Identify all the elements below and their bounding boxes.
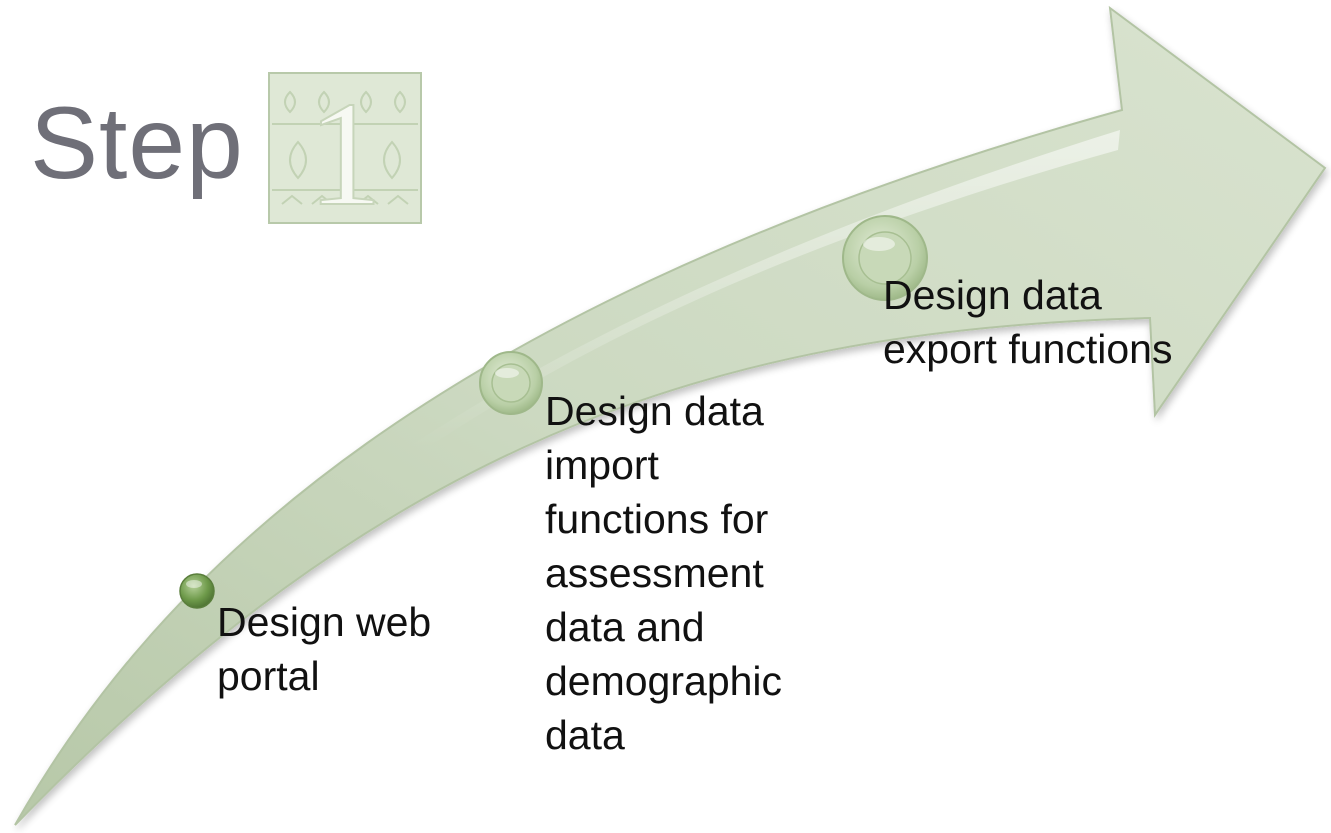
step-1-line: Design web: [217, 599, 432, 645]
step-1-marker: [179, 573, 215, 609]
step-2-line: Design data: [545, 388, 764, 434]
step-3-line: export functions: [883, 326, 1173, 372]
leaf-pattern-icon: [272, 90, 418, 205]
step-2-line: assessment: [545, 550, 764, 596]
step-2-line: demographic: [545, 658, 783, 704]
arrow-body: [14, 5, 1327, 826]
step-numeral: 1: [308, 72, 383, 224]
step-2-label: Design data import functions for assessm…: [545, 384, 845, 762]
step-2-marker: [479, 351, 543, 415]
step-number-tile: 1: [268, 72, 422, 224]
step-2-line: data and: [545, 604, 705, 650]
title-step-word: Step: [30, 86, 244, 200]
step-2-line: functions for: [545, 496, 769, 542]
step-3-marker: [842, 215, 928, 301]
step-3-label: Design data export functions: [883, 268, 1243, 376]
step-2-line: data: [545, 712, 625, 758]
step-1-line: portal: [217, 653, 320, 699]
step-1-label: Design web portal: [217, 595, 507, 703]
step-3-line: Design data: [883, 272, 1102, 318]
step-2-line: import: [545, 442, 659, 488]
